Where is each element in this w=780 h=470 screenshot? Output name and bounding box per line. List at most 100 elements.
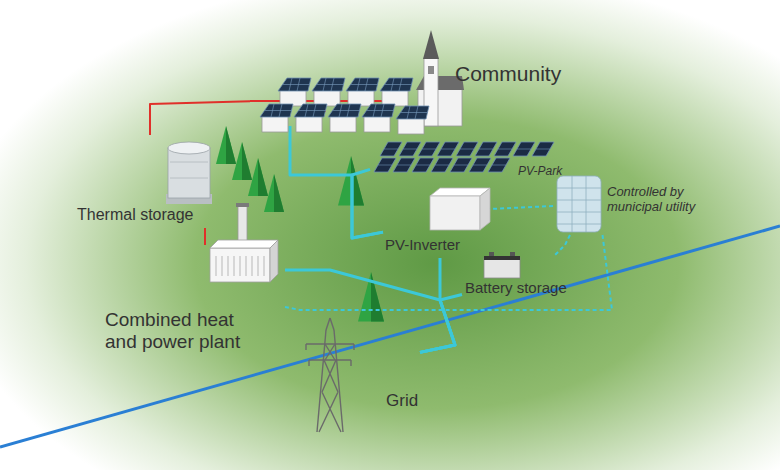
tank-band [170, 178, 208, 179]
tree [248, 158, 268, 196]
chp-group: Combined heat and power plant [105, 245, 285, 360]
mullion [586, 176, 587, 232]
thermal-storage-group: Thermal storage [75, 135, 215, 228]
battery-body [484, 258, 520, 278]
grid-group: Grid [300, 320, 420, 435]
tree [216, 126, 236, 164]
thermal-tank [166, 142, 212, 204]
pv-panel [532, 142, 554, 156]
floor-line [557, 224, 601, 225]
house [380, 78, 413, 106]
insulator [353, 344, 354, 350]
utility-group: Controlled by municipal utility [553, 168, 723, 235]
pv-panel [513, 142, 535, 156]
tank-band [170, 162, 208, 163]
tree [358, 272, 384, 321]
house [346, 78, 379, 106]
pv-panel [393, 158, 415, 172]
pylon-arm [309, 359, 351, 360]
node-label: Combined heat and power plant [105, 309, 255, 353]
pylon-peak [330, 318, 334, 330]
pylon-leg [334, 330, 343, 432]
heat-pipe [150, 101, 250, 135]
pylon-leg [317, 330, 326, 432]
battery-unit [484, 252, 520, 278]
house [260, 104, 293, 132]
house [396, 106, 429, 134]
utility-building [557, 176, 601, 232]
node-label: Community [455, 62, 565, 86]
insulator [305, 344, 306, 350]
house [312, 78, 345, 106]
pv-panel [380, 142, 402, 156]
house [328, 104, 361, 132]
house [362, 104, 395, 132]
node-label: PV-Park [518, 165, 570, 179]
pylon-lattice [319, 344, 341, 432]
tank-body [168, 148, 210, 198]
chimney-cap [236, 203, 249, 207]
pv-panel [437, 142, 459, 156]
power-pylon [306, 318, 354, 432]
pv-panel [488, 158, 510, 172]
floor-line [557, 212, 601, 213]
pv-panel [475, 142, 497, 156]
pv-panel [374, 158, 396, 172]
floor-line [557, 200, 601, 201]
house [294, 104, 327, 132]
insulator [308, 360, 309, 366]
house [278, 78, 311, 106]
tower-window [428, 66, 434, 74]
power-line [420, 258, 455, 352]
node-label: Battery storage [465, 279, 601, 296]
heat-pipe [204, 228, 206, 245]
node-label: Grid [386, 391, 420, 411]
plant-roof [210, 240, 278, 248]
pv-panel [399, 142, 421, 156]
tree [338, 156, 364, 205]
power-line [420, 295, 462, 353]
plant-vents [216, 256, 264, 276]
power-line [352, 169, 383, 238]
mullion [572, 176, 573, 232]
glass-facade [557, 176, 601, 232]
node-label: Thermal storage [77, 206, 215, 224]
river-line [0, 226, 780, 447]
tree [232, 142, 252, 180]
battery-terminal [510, 252, 515, 256]
pylon-arm [306, 343, 354, 344]
pv-panel [450, 158, 472, 172]
pv-panel [456, 142, 478, 156]
insulator [350, 360, 351, 366]
inverter-box [430, 188, 490, 230]
tank-top [168, 142, 210, 154]
floor-line [557, 188, 601, 189]
inverter-group: PV-Inverter [383, 186, 490, 258]
battery-lid [484, 256, 520, 260]
battery-terminal [489, 252, 494, 256]
pv-park-group: PV-Park [370, 132, 570, 182]
battery-group: Battery storage [462, 255, 602, 300]
plant-hall [210, 248, 270, 282]
inverter-front [430, 196, 480, 230]
pv-panel [469, 158, 491, 172]
power-line [285, 270, 455, 352]
node-label: Controlled by municipal utility [607, 185, 723, 215]
feeder-line [289, 126, 292, 142]
chp-plant [210, 203, 278, 282]
control-line [285, 235, 612, 310]
pv-panel [412, 158, 434, 172]
pv-panel [431, 158, 453, 172]
node-label: PV-Inverter [385, 236, 489, 253]
pylon-peak [326, 318, 330, 330]
inverter-side [480, 188, 490, 230]
church-spire [423, 30, 439, 59]
control-line [490, 206, 553, 209]
community-group: Community [250, 58, 540, 142]
tree [264, 174, 284, 212]
plant-side [270, 240, 278, 282]
pv-panel [494, 142, 516, 156]
power-line [290, 142, 383, 238]
